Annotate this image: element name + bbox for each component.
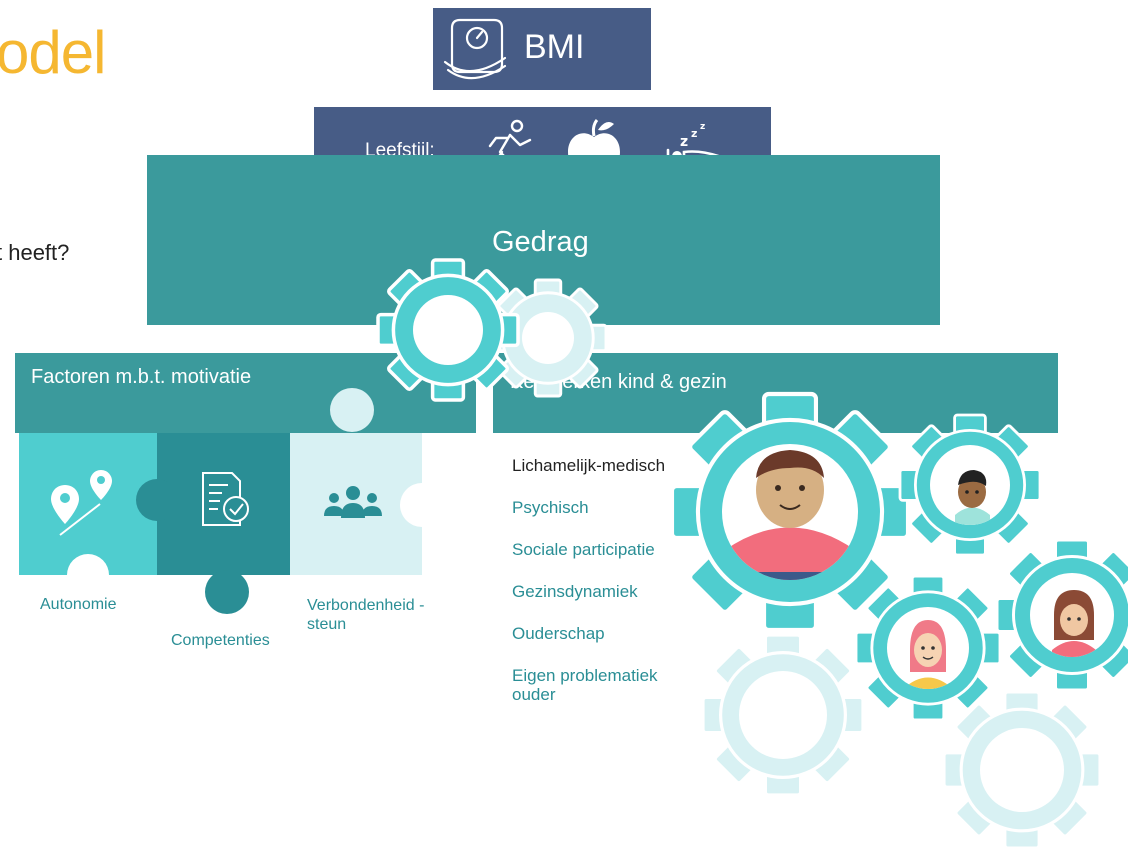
page-title: odel xyxy=(0,19,106,86)
list-item: Lichamelijk-medisch xyxy=(512,456,666,475)
kenmerken-list: Lichamelijk-medisch Psychisch Sociale pa… xyxy=(512,456,692,708)
verbondenheid-piece xyxy=(290,388,444,575)
factoren-label: Factoren m.b.t. motivatie xyxy=(31,366,252,388)
people-icon xyxy=(324,486,382,518)
question-text: t heeft? xyxy=(0,240,70,265)
svg-text:z: z xyxy=(680,134,688,150)
girl-avatar xyxy=(1052,590,1096,657)
gedrag-label: Gedrag xyxy=(492,226,589,258)
list-item: Psychisch xyxy=(512,498,589,517)
competenties-piece xyxy=(136,433,290,614)
verbondenheid-label: Verbondenheid - steun xyxy=(307,597,425,633)
list-item: Eigen problematiek ouder xyxy=(512,666,658,704)
autonomie-piece xyxy=(19,433,157,596)
list-item: Sociale participatie xyxy=(512,540,655,559)
competenties-label: Competenties xyxy=(171,632,270,649)
autonomie-label: Autonomie xyxy=(40,596,117,613)
list-item: Gezinsdynamiek xyxy=(512,582,638,601)
bmi-label: BMI xyxy=(524,28,585,66)
checklist-icon xyxy=(202,472,249,526)
woman-avatar xyxy=(902,620,954,689)
boy-avatar xyxy=(725,450,855,580)
svg-text:z: z xyxy=(691,127,697,140)
svg-text:z: z xyxy=(700,122,705,132)
location-pins-icon xyxy=(51,470,112,536)
child-avatar xyxy=(955,470,990,525)
bmi-box xyxy=(433,8,651,90)
list-item: Ouderschap xyxy=(512,624,605,643)
